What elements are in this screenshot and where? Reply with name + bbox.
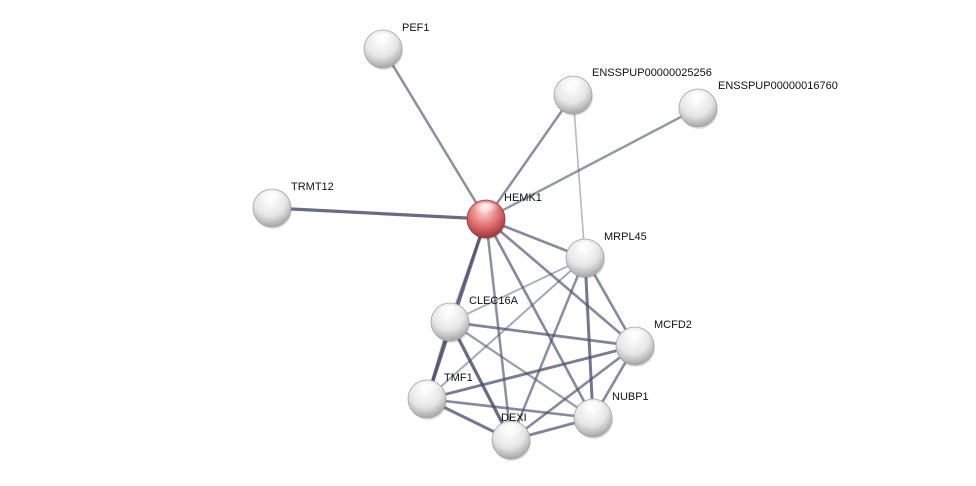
node-highlight xyxy=(621,329,649,346)
node-ensspup00000025256[interactable]: ENSSPUP00000025256 xyxy=(553,67,712,116)
node-highlight xyxy=(497,423,525,440)
edges-layer xyxy=(270,47,700,442)
node-clec16a[interactable]: CLEC16A xyxy=(430,295,519,343)
node-highlight xyxy=(413,382,441,399)
edge-hemk1-trmt12[interactable] xyxy=(270,206,488,221)
edge-hemk1-pef1[interactable] xyxy=(381,47,488,221)
node-label: DEXI xyxy=(501,412,527,424)
node-tmf1[interactable]: TMF1 xyxy=(407,372,473,420)
node-label: PEF1 xyxy=(402,22,430,34)
node-mcfd2[interactable]: MCFD2 xyxy=(615,319,692,367)
node-label: NUBP1 xyxy=(612,391,649,403)
edge-mrpl45-clec16a[interactable] xyxy=(449,257,586,323)
node-highlight xyxy=(472,202,500,219)
node-label: TMF1 xyxy=(444,372,473,384)
nodes-layer: HEMK1 PEF1ENSSPUP00000025256ENSSPUP000000… xyxy=(252,22,838,461)
node-highlight xyxy=(258,191,286,208)
node-dexi[interactable]: DEXI xyxy=(491,412,531,461)
node-ensspup00000016760[interactable]: ENSSPUP00000016760 xyxy=(678,80,838,129)
edge-clec16a-dexi[interactable] xyxy=(448,320,513,442)
edge-mcfd2-tmf1[interactable] xyxy=(425,344,637,401)
node-highlight xyxy=(559,78,587,95)
node-trmt12[interactable]: TRMT12 xyxy=(252,181,334,229)
node-hemk1[interactable]: HEMK1 xyxy=(466,192,542,240)
node-highlight xyxy=(579,401,607,418)
node-label: ENSSPUP00000025256 xyxy=(592,67,712,79)
edge-mrpl45-nubp1[interactable] xyxy=(583,256,595,420)
edge-mcfd2-dexi[interactable] xyxy=(509,344,637,442)
edge-clec16a-mcfd2[interactable] xyxy=(448,320,637,348)
node-highlight xyxy=(436,305,464,322)
node-label: MCFD2 xyxy=(654,319,692,331)
edge-hemk1-ensspup00000016760[interactable] xyxy=(484,106,700,221)
node-label: CLEC16A xyxy=(469,295,519,307)
node-label: HEMK1 xyxy=(504,192,542,204)
node-label: MRPL45 xyxy=(604,231,647,243)
edge-hemk1-mcfd2[interactable] xyxy=(484,217,637,348)
edge-hemk1-ensspup00000025256[interactable] xyxy=(484,93,575,221)
node-highlight xyxy=(684,91,712,108)
node-pef1[interactable]: PEF1 xyxy=(363,22,430,70)
node-label: ENSSPUP00000016760 xyxy=(718,80,838,92)
edge-ensspup00000025256-mrpl45[interactable] xyxy=(572,94,586,259)
edge-hemk1-nubp1[interactable] xyxy=(484,217,595,420)
node-highlight xyxy=(369,32,397,49)
edge-tmf1-nubp1[interactable] xyxy=(425,397,595,420)
node-highlight xyxy=(571,241,599,258)
node-nubp1[interactable]: NUBP1 xyxy=(573,391,649,439)
node-mrpl45[interactable]: MRPL45 xyxy=(565,231,647,279)
edge-clec16a-nubp1[interactable] xyxy=(448,320,595,420)
node-label: TRMT12 xyxy=(291,181,334,193)
